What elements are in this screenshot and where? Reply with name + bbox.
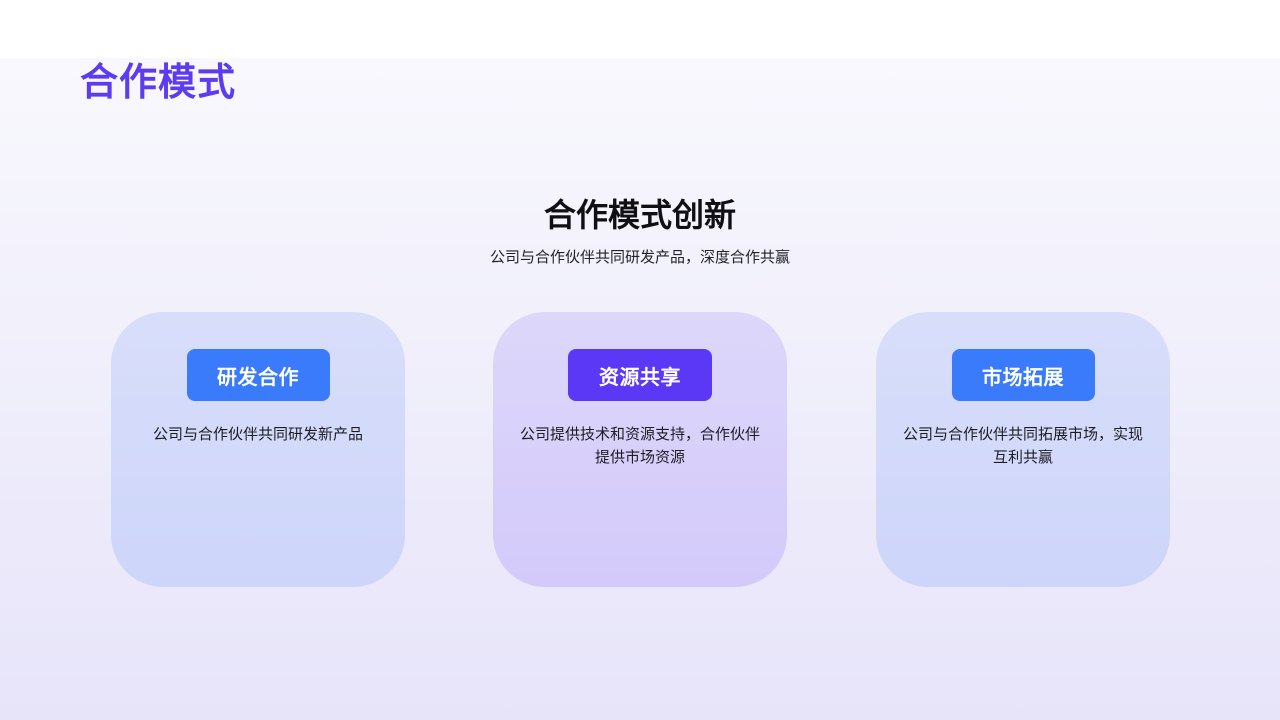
card-rd-cooperation: 研发合作 公司与合作伙伴共同研发新产品	[111, 312, 405, 587]
card-tag-resource-sharing: 资源共享	[568, 349, 712, 401]
card-market-expansion: 市场拓展 公司与合作伙伴共同拓展市场，实现互利共赢	[876, 312, 1170, 587]
card-resource-sharing: 资源共享 公司提供技术和资源支持，合作伙伴提供市场资源	[493, 312, 787, 587]
card-description: 公司与合作伙伴共同研发新产品	[152, 425, 363, 443]
card-tag-market-expansion: 市场拓展	[951, 349, 1095, 401]
card-description: 公司与合作伙伴共同拓展市场，实现互利共赢	[903, 425, 1144, 466]
section-heading: 合作模式创新	[543, 196, 736, 234]
page-title: 合作模式	[80, 60, 237, 104]
section-subheading: 公司与合作伙伴共同研发产品，深度合作共赢	[489, 248, 790, 266]
top-blank-band	[0, 0, 1280, 58]
card-description: 公司提供技术和资源支持，合作伙伴提供市场资源	[520, 425, 761, 466]
card-tag-rd-cooperation: 研发合作	[186, 349, 330, 401]
